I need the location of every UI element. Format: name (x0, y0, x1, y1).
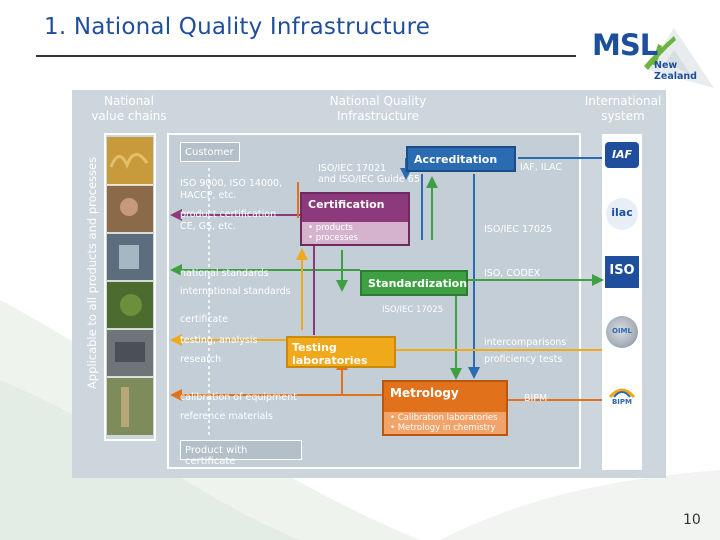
metrology-item-chemistry: • Metrology in chemistry (390, 423, 496, 433)
nqi-diagram: National value chains National Quality I… (72, 90, 666, 478)
label-iso-9000: ISO 9000, ISO 14000, (180, 178, 283, 189)
label-intercomparisons: intercomparisons (484, 337, 567, 348)
label-ce-gs: CE, GS, etc. (180, 221, 236, 232)
label-testing-analysis: testing, analysis (180, 335, 258, 346)
logo-subtitle: New Zealand (654, 60, 697, 82)
label-international-standards: international standards (180, 286, 291, 297)
label-proficiency-tests: proficiency tests (484, 354, 563, 365)
header-international-system: International system (584, 94, 662, 123)
oiml-logo: OIML (606, 316, 638, 348)
metrology-item-calibration: • Calibration laboratories (390, 413, 498, 423)
label-certificate: certificate (180, 314, 228, 325)
iso-logo-text: ISO (609, 263, 635, 278)
bipm-logo-graphic (608, 388, 636, 399)
label-haccp: HACCP, etc. (180, 190, 237, 201)
diagram-graphics (104, 133, 642, 470)
certification-box: Certification • products • processes (300, 192, 410, 246)
label-iso-iec-17021: ISO/IEC 17021 (318, 163, 387, 174)
label-bipm: BIPM (524, 393, 548, 404)
standardization-box: Standardization (360, 270, 468, 296)
label-research: research (180, 354, 222, 365)
ilac-logo-text: ilac (611, 206, 633, 219)
bipm-logo-text: BIPM (611, 398, 633, 406)
iso-logo: ISO (605, 256, 639, 288)
label-iso-iec-17025-right: ISO/IEC 17025 (484, 224, 553, 235)
label-reference-materials: reference materials (180, 411, 273, 422)
side-label: Applicable to all products and processes (85, 156, 99, 390)
metrology-items: • Calibration laboratories • Metrology i… (384, 412, 506, 434)
ilac-logo: ilac (606, 198, 638, 230)
value-chain-photo-crops (107, 137, 153, 435)
header-national-value-chains: National value chains (91, 94, 167, 123)
label-product-certification: product certification (180, 209, 277, 220)
logo-text: MSL (592, 28, 658, 62)
label-calibration-of-equipment: calibration of equipment (180, 392, 297, 403)
certification-items: • products • processes (302, 222, 408, 244)
customer-box: Customer (180, 142, 240, 162)
iaf-logo: IAF (605, 142, 639, 168)
iaf-logo-text: IAF (611, 148, 633, 161)
label-iso-guide-65: and ISO/IEC Guide 65 (318, 174, 420, 185)
metrology-box: Metrology • Calibration laboratories • M… (382, 380, 508, 436)
title-divider (36, 55, 576, 57)
msl-logo (644, 28, 714, 88)
testing-laboratories-box: Testing laboratories (286, 336, 396, 368)
accreditation-box: Accreditation (406, 146, 516, 172)
product-with-certificate-box: Product with certificate (180, 440, 302, 467)
metrology-title: Metrology (390, 386, 459, 400)
certification-item-products: • products (308, 223, 353, 233)
header-national-quality-infrastructure: National Quality Infrastructure (329, 94, 427, 123)
label-iaf-ilac: IAF, ILAC (520, 162, 563, 173)
label-iso-codex: ISO, CODEX (484, 268, 541, 279)
certification-title: Certification (308, 198, 385, 211)
label-iso-iec-17025-center: ISO/IEC 17025 (382, 305, 444, 315)
page-number: 10 (683, 512, 701, 528)
oiml-logo-text: OIML (612, 327, 632, 335)
certification-item-processes: • processes (308, 233, 359, 243)
label-national-standards: national standards (180, 268, 269, 279)
slide-title: 1. National Quality Infrastructure (44, 14, 431, 40)
bipm-logo: BIPM (606, 384, 638, 410)
